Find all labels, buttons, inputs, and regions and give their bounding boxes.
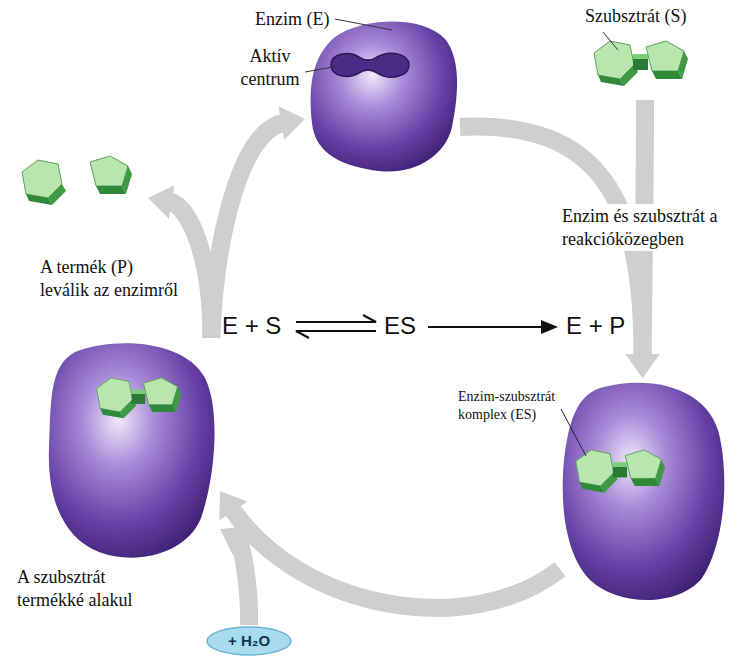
arrow-head (626, 354, 660, 378)
substrate-shape (97, 378, 182, 419)
enzyme-label: Enzim (E) (255, 8, 329, 31)
arrow-band (211, 123, 284, 338)
water-label: + H₂O (228, 632, 270, 651)
substrate-shape (90, 156, 132, 194)
arrow-head (148, 185, 174, 219)
node-outline (305, 15, 460, 175)
node-outline (45, 338, 220, 563)
enzyme-body (49, 343, 215, 558)
substrate-molecule: Szubsztrát (S) (590, 35, 690, 100)
backward-harpoon (296, 331, 376, 338)
arrow-band (169, 201, 212, 338)
substrate-shape (22, 160, 66, 205)
cycle-arrow (219, 491, 560, 608)
substrate-shape (576, 450, 665, 493)
node-outline (590, 35, 690, 100)
conversion-label: A szubsztrát termékké alakul (17, 566, 142, 611)
complex-label: Enzim-szubsztrát komplex (ES) (458, 388, 560, 423)
product-label: A termék (P) leválik az enzimről (40, 256, 182, 301)
equation-term: E + S (222, 312, 281, 341)
active-site (331, 53, 409, 77)
leader-line (335, 19, 392, 30)
leader-line (603, 32, 618, 50)
substrate-label: Szubsztrát (S) (585, 5, 686, 28)
forward-harpoon (296, 315, 376, 322)
cycle-arrow (460, 127, 660, 378)
reaction-arrow (428, 320, 558, 334)
reaction-arrow-line (428, 326, 545, 328)
arrow-band (238, 539, 249, 625)
active-site-label: Aktív centrum (237, 45, 303, 90)
node-outline (560, 378, 725, 603)
enzyme-body (563, 383, 725, 600)
arrow-head (626, 354, 660, 378)
equation-term: ES (384, 312, 416, 341)
water-bubble: + H₂O (205, 625, 293, 657)
substrate-shape (594, 41, 688, 86)
arrow-band (232, 508, 560, 607)
equation-term: E + P (566, 312, 625, 341)
cycle-arrow (211, 106, 305, 338)
enzyme-substrate-complex: Enzim-szubsztrát komplex (ES) (560, 378, 725, 603)
arrow-head (278, 106, 305, 140)
leader-line (305, 66, 338, 72)
enzyme-product-complex: A szubsztrát termékké alakul (45, 338, 220, 563)
cycle-arrow (148, 185, 211, 338)
cycle-arrow (220, 526, 249, 625)
node-outline (18, 150, 148, 210)
arrow-head (220, 526, 249, 556)
arrow-label: Enzim és szubsztrát a reakcióközegben (560, 204, 726, 251)
equilibrium-arrows (296, 315, 376, 338)
reaction-arrow-head (541, 320, 558, 334)
product-molecules: A termék (P) leválik az enzimről (18, 150, 148, 210)
arrow-head (219, 491, 247, 520)
water-ellipse (207, 627, 291, 655)
enzyme-shape: Enzim (E)Aktív centrum (305, 15, 460, 175)
leader-line (561, 409, 586, 456)
enzyme-body (311, 22, 457, 172)
